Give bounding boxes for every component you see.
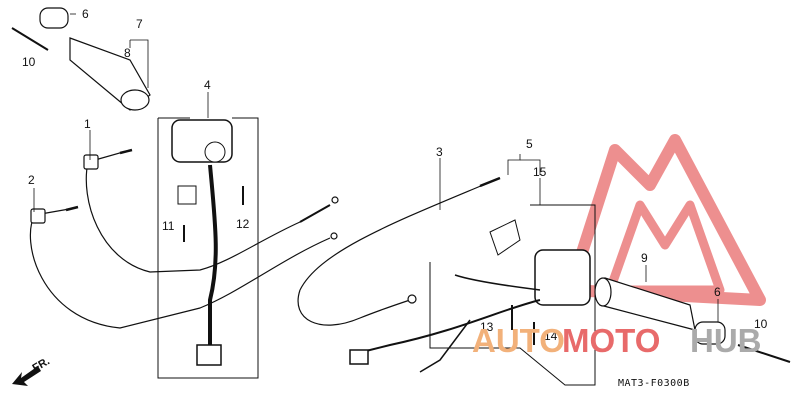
watermark-text: AUTO MOTO HUB <box>472 322 762 359</box>
callout-6-left: 6 <box>82 7 89 21</box>
callout-10-right: 10 <box>754 317 768 331</box>
callout-8: 8 <box>124 46 131 60</box>
diagram-code: MAT3-F0300B <box>618 378 690 389</box>
callout-1: 1 <box>84 117 91 131</box>
throttle-cable-pull <box>83 148 339 273</box>
callout-3: 3 <box>436 145 443 159</box>
callout-15: 15 <box>533 165 547 179</box>
callout-11: 11 <box>162 219 175 233</box>
callout-7: 7 <box>136 17 143 31</box>
left-grip <box>39 7 151 111</box>
callout-10-left: 10 <box>22 55 36 69</box>
clutch-cable <box>297 176 501 326</box>
left-switch-assembly <box>157 117 259 379</box>
front-arrow-label: FR. <box>31 355 52 374</box>
watermark-part-3: HUB <box>690 322 762 359</box>
watermark-part-1: AUTO <box>472 322 565 359</box>
callout-leaders <box>33 13 719 322</box>
callout-2: 2 <box>28 173 35 187</box>
right-switch-assembly <box>349 204 596 386</box>
throttle-cable-return <box>29 205 338 329</box>
callout-4: 4 <box>204 78 211 92</box>
front-arrow-icon <box>12 366 41 386</box>
callout-14: 14 <box>544 329 558 343</box>
callout-12: 12 <box>236 217 250 231</box>
bar-end-screws <box>11 27 791 363</box>
callout-9: 9 <box>641 251 648 265</box>
callout-5: 5 <box>526 137 533 151</box>
watermark-logo-icon <box>564 134 766 306</box>
watermark-part-2: MOTO <box>562 322 660 359</box>
right-grip <box>594 277 726 345</box>
callout-13: 13 <box>480 320 494 334</box>
callout-6-right: 6 <box>714 285 721 299</box>
